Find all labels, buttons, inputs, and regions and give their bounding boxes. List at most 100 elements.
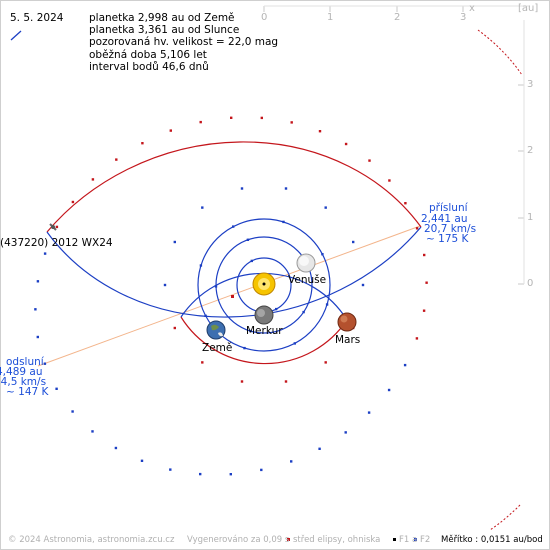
- asteroid-orbit-dot: [344, 431, 347, 434]
- aphelion-title: odsluní: [6, 356, 44, 368]
- asteroid-orbit-dot: [43, 362, 47, 365]
- axis-unit-label: [au]: [518, 3, 539, 14]
- date-label: 5. 5. 2024: [10, 12, 64, 24]
- venus-label: Venuše: [288, 274, 327, 286]
- footer-legend-f1: F1 a: [399, 535, 418, 545]
- asteroid-orbit-dot: [229, 473, 232, 476]
- mars-orbit-dot: [173, 240, 176, 244]
- asteroid-orbit-dot: [230, 116, 233, 119]
- asteroid-orbit-dot: [199, 120, 202, 124]
- right-tick-label-2: 2: [527, 145, 534, 156]
- aphelion-distance: 4,489 au: [0, 366, 43, 378]
- legend-f2-marker: [414, 538, 417, 541]
- perihelion-temp: ~ 175 K: [426, 233, 469, 245]
- info-interval: interval bodů 46,6 dnů: [89, 60, 209, 73]
- asteroid-name-label: (437220) 2012 WX24: [0, 237, 113, 249]
- footer-legend-f2: F2: [420, 535, 431, 545]
- perihelion-distance: 2,441 au: [421, 213, 468, 225]
- orbit-position-dots: [34, 116, 428, 476]
- top-tick-label-3: 3: [460, 12, 467, 23]
- info-magnitude: pozorovaná hv. velikost = 22,0 mag: [89, 36, 279, 49]
- legend-center-marker: [287, 538, 290, 541]
- right-tick-label-0: 0: [527, 278, 534, 289]
- asteroid-orbit-dot: [115, 158, 118, 161]
- asteroid-orbit-dot: [55, 387, 58, 390]
- right-tick-label-3: 3: [527, 79, 534, 90]
- mercury-orbit-dot: [275, 307, 278, 311]
- venus-orbit: [215, 236, 313, 334]
- mars-orbit-dot: [361, 283, 365, 287]
- legend-f1-marker: [393, 538, 396, 541]
- asteroid-orbit-dot: [169, 129, 172, 132]
- asteroid-orbit-dot: [260, 116, 263, 120]
- info-sun-distance: planetka 3,361 au od Slunce: [89, 24, 240, 37]
- mars-orbit-dot: [324, 206, 327, 209]
- earth-orbit: [197, 218, 331, 352]
- footer-legend-center: střed elipsy, ohniska: [293, 535, 381, 545]
- earth-orbit-dot: [325, 303, 329, 306]
- mars-orbit-dot: [163, 283, 167, 287]
- earth-orbit-dot: [243, 346, 246, 350]
- asteroid-orbit-dot: [71, 410, 74, 413]
- earth-orbit-dot: [282, 220, 285, 224]
- venus-orbit-dot: [246, 238, 250, 241]
- footer-generated: Vygenerováno za 0,09 s: [187, 535, 290, 545]
- asteroid-orbit-dot: [404, 202, 407, 205]
- asteroid-orbit-dot: [91, 430, 94, 433]
- mars-orbit-dot: [173, 326, 176, 330]
- asteroid-orbit-dot: [43, 252, 47, 255]
- velocity-arrow: [10, 30, 22, 41]
- mercury-label: Merkur: [246, 325, 283, 337]
- mars-icon: [337, 312, 357, 332]
- mercury-icon: [254, 305, 274, 325]
- corner-arc-top-right: [477, 29, 523, 76]
- asteroid-orbit-dot: [114, 446, 118, 450]
- asteroid-orbit-dot: [415, 337, 419, 340]
- asteroid-marker: [49, 223, 57, 231]
- asteroid-orbit-dot: [318, 130, 322, 133]
- mars-orbit-dot: [240, 187, 244, 190]
- asteroid-orbit-dot: [403, 363, 407, 367]
- perihelion-speed: 20,7 km/s: [424, 223, 477, 235]
- mars-orbit-dot: [352, 240, 355, 244]
- top-tick-label-1: 1: [327, 12, 334, 23]
- asteroid-orbit-dot: [318, 447, 321, 450]
- asteroid-orbit-dot: [71, 200, 75, 204]
- footer-copyright: © 2024 Astronomia, astronomia.zcu.cz: [8, 535, 175, 545]
- asteroid-orbit-dot: [387, 388, 391, 392]
- mercury-orbit-dot: [250, 259, 253, 263]
- asteroid-orbit-dot: [91, 178, 95, 181]
- mars-orbit-dot: [324, 361, 327, 364]
- earth-label: Země: [202, 342, 233, 354]
- asteroid-orbit-dot: [422, 309, 426, 312]
- aphelion-speed: 14,5 km/s: [0, 376, 47, 388]
- info-block: planetka 2,998 au od Země planetka 3,361…: [89, 12, 278, 73]
- mars-orbit-dot: [201, 206, 204, 209]
- mars-orbit-dot: [284, 380, 288, 383]
- apsis-line: [37, 225, 421, 367]
- asteroid-orbit-dot: [415, 227, 419, 230]
- asteroid-orbit-dot: [169, 468, 172, 471]
- footer-scale: Měřítko : 0,0151 au/bod: [441, 535, 543, 545]
- earth-orbit-dot: [232, 225, 235, 228]
- asteroid-orbit-north: [46, 141, 422, 233]
- asteroid-orbit-dot: [344, 142, 348, 146]
- right-tick-label-1: 1: [527, 212, 534, 223]
- perihelion-title: přísluní: [429, 202, 468, 214]
- corner-arc-bottom-right: [489, 504, 521, 531]
- info-period: oběžná doba 5,106 let: [89, 48, 207, 61]
- earth-orbit-dot: [199, 264, 203, 267]
- axis-x-letter: x: [469, 3, 475, 14]
- earth-orbit-dot: [321, 253, 324, 256]
- asteroid-orbit-dot: [199, 472, 202, 476]
- asteroid-orbit-dot: [140, 459, 144, 462]
- asteroid-orbit-dot: [34, 308, 37, 311]
- mars-orbit-dot: [240, 380, 244, 383]
- asteroid-orbit-dot: [290, 460, 293, 463]
- ellipse-center-marker: [231, 295, 234, 298]
- mars-orbit-dot: [201, 361, 204, 364]
- venus-orbit-dot: [214, 285, 218, 288]
- mars-label: Mars: [335, 334, 361, 346]
